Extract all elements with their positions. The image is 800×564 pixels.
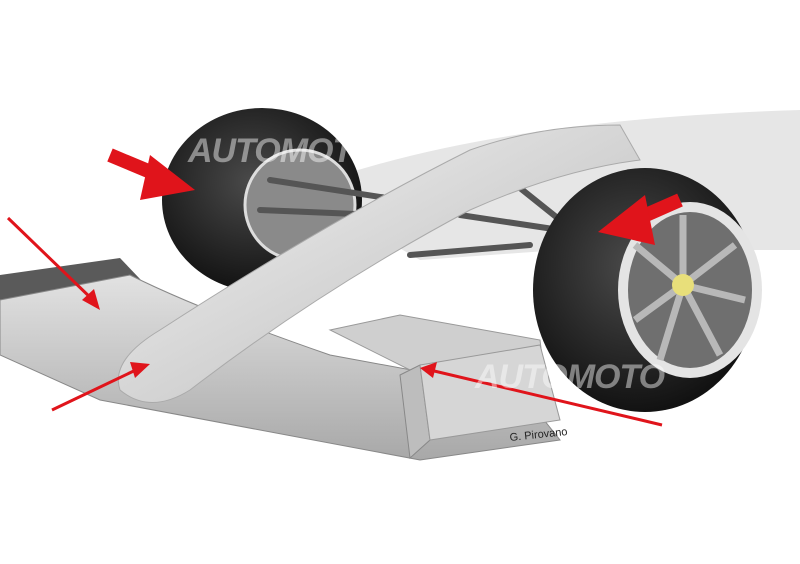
arrow-endplate [420,362,663,427]
arrow-right-tire [598,193,683,245]
arrow-left-tire [107,148,195,200]
right-front-tire [533,168,762,412]
nose-cone [117,124,641,403]
arrow-wing-upper [6,216,100,310]
arrow-nose-tip [51,362,150,412]
watermark: AUTOMOTO [474,358,665,396]
hub-nut [672,274,694,296]
watermark: AUTOMOTO [187,132,378,170]
front-wing [0,258,561,461]
annotation-arrows [6,148,683,427]
